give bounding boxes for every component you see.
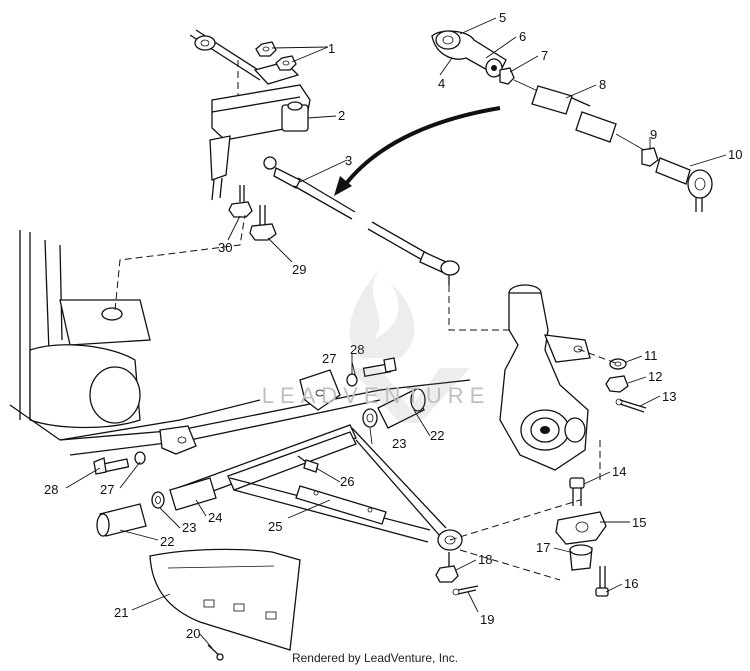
callout-4: 4 (438, 76, 445, 91)
bolt-16 (595, 566, 609, 597)
nut-9 (641, 147, 659, 167)
screw-20 (207, 644, 224, 661)
callout-15: 15 (632, 515, 646, 530)
skid-plate-21 (149, 548, 301, 651)
callout-12: 12 (648, 369, 662, 384)
frame (9, 214, 471, 456)
nut-18 (435, 552, 459, 583)
washer-23-upper (362, 408, 378, 428)
callout-14: 14 (612, 464, 626, 479)
bolt-28-upper (362, 357, 397, 377)
cotter-pin-19 (452, 585, 479, 596)
callout-28-lower: 28 (44, 482, 58, 497)
callout-13: 13 (662, 389, 676, 404)
callout-29: 29 (292, 262, 306, 277)
callout-23-lower: 23 (182, 520, 196, 535)
callout-2: 2 (338, 108, 345, 123)
callout-27-upper: 27 (322, 351, 336, 366)
alignment-lines (448, 285, 619, 581)
callout-6: 6 (519, 29, 526, 44)
callout-28-upper: 28 (350, 342, 364, 357)
callout-17: 17 (536, 540, 550, 555)
callout-30: 30 (218, 240, 232, 255)
callout-22-lower: 22 (160, 534, 174, 549)
bolt-14 (569, 477, 585, 506)
callout-3: 3 (345, 153, 352, 168)
bolt-28-lower (93, 457, 130, 475)
bolt-29 (249, 205, 277, 241)
washer-23-lower (151, 491, 165, 509)
callout-18: 18 (478, 552, 492, 567)
callout-8: 8 (599, 77, 606, 92)
callout-9: 9 (650, 127, 657, 142)
adjuster-sleeve-8 (513, 79, 645, 151)
washer-27-lower (134, 451, 146, 465)
cotter-pin-13 (615, 398, 647, 413)
callout-11: 11 (644, 348, 658, 363)
callout-25: 25 (268, 519, 282, 534)
watermark-text: LEADVENTURE (261, 383, 491, 408)
bushing-24 (169, 477, 217, 511)
credit-line: Rendered by LeadVenture, Inc. (291, 651, 459, 665)
nut-12 (605, 375, 629, 393)
tie-rod-3 (263, 156, 460, 285)
callout-5: 5 (499, 10, 506, 25)
leader-lines (65, 17, 727, 649)
spindle-knuckle (499, 284, 591, 471)
direction-arrow (334, 106, 501, 196)
steering-column (189, 29, 311, 201)
washer-11 (609, 358, 627, 370)
callout-1: 1 (328, 41, 335, 56)
callout-16: 16 (624, 576, 638, 591)
nut-1-pair (255, 41, 297, 71)
pivot-tube-22-lower (96, 503, 147, 537)
callout-20: 20 (186, 626, 200, 641)
a-arm (171, 424, 463, 551)
callout-21: 21 (114, 605, 128, 620)
bracket-upper (299, 369, 341, 411)
callout-23-upper: 23 (392, 436, 406, 451)
callout-7: 7 (541, 48, 548, 63)
callout-22-upper: 22 (430, 428, 444, 443)
nut-30 (228, 185, 253, 218)
bracket-lower (159, 425, 197, 455)
ball-joint-17 (569, 544, 593, 571)
callout-24: 24 (208, 510, 222, 525)
plate-25 (295, 485, 387, 525)
grease-fitting-26 (297, 455, 319, 473)
callouts: 1 2 3 4 5 6 7 8 9 10 11 12 13 14 15 16 1… (44, 10, 742, 641)
plate-15 (555, 511, 607, 545)
tie-rod-end-10 (655, 157, 713, 212)
tie-rod-end-4 (431, 30, 507, 78)
pivot-tube-22-upper (377, 388, 426, 429)
callout-10: 10 (728, 147, 742, 162)
callout-19: 19 (480, 612, 494, 627)
callout-27-lower: 27 (100, 482, 114, 497)
callout-26: 26 (340, 474, 354, 489)
